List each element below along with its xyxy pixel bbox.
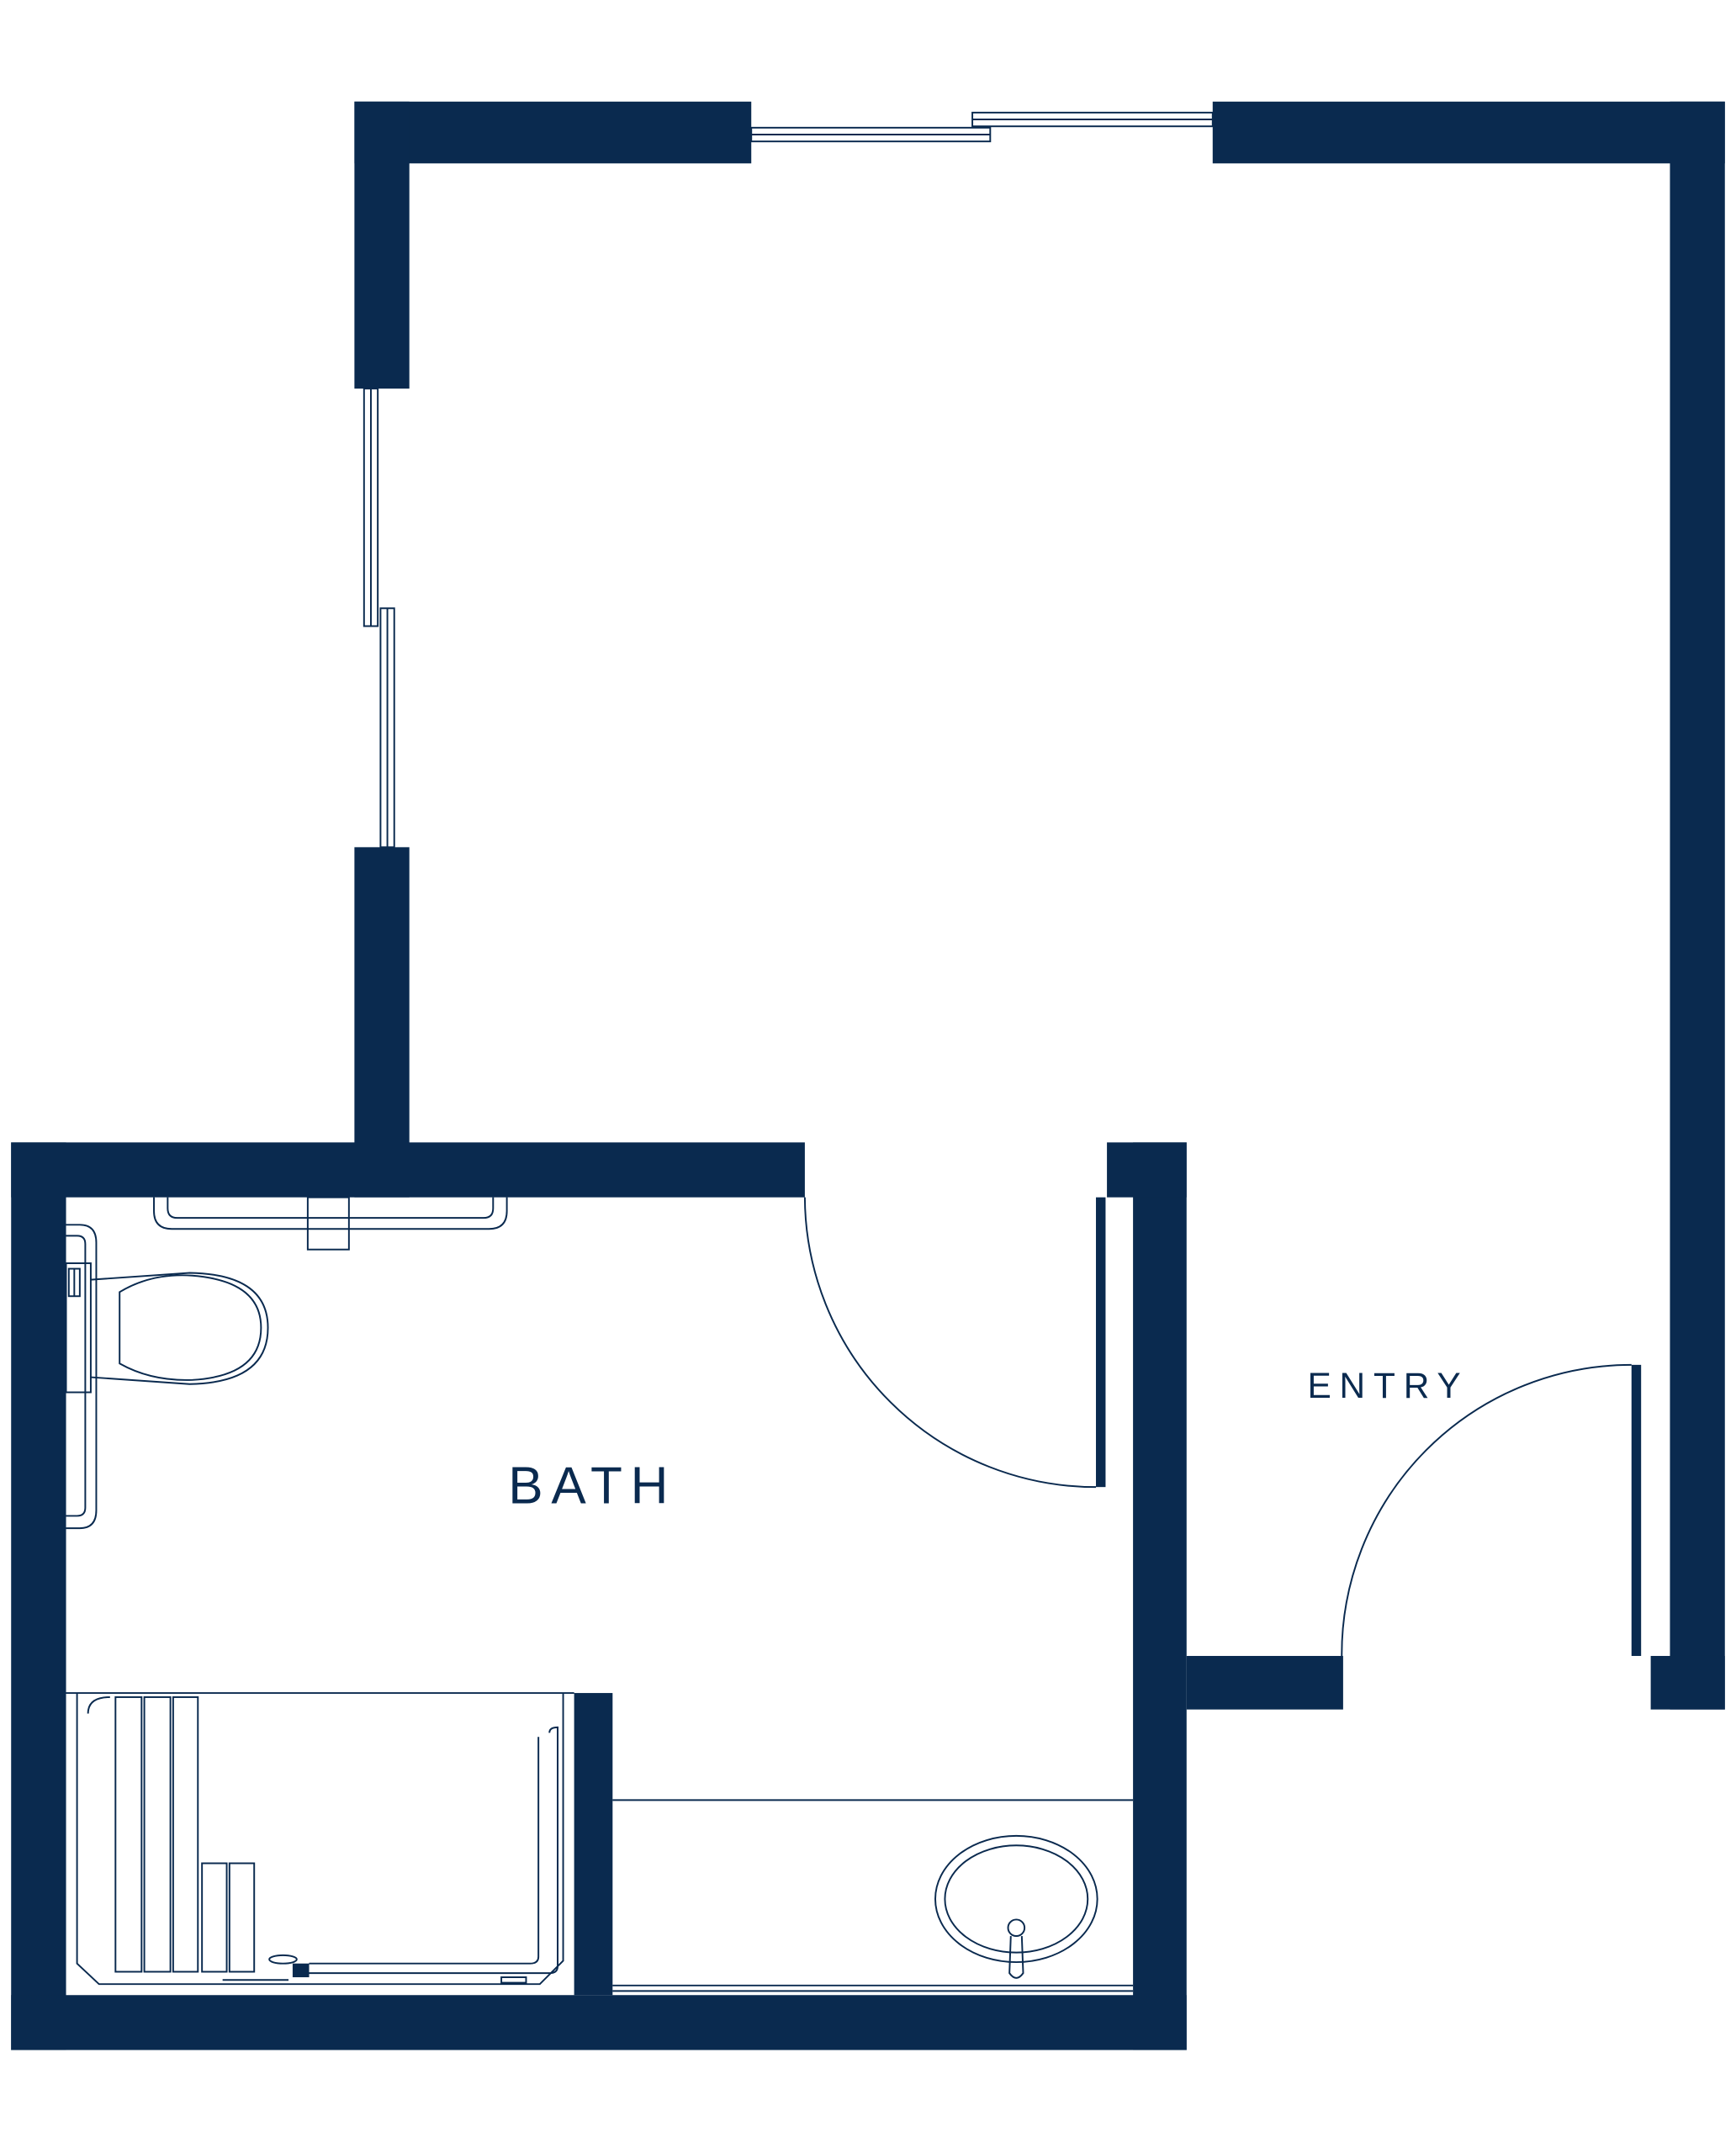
wall-left-middle [354, 847, 410, 1198]
sink [934, 1834, 1098, 1964]
wall-bath-top [11, 1142, 805, 1198]
room-label-entry: ENTRY [1307, 1366, 1469, 1405]
wall-top-left [354, 101, 752, 164]
grab-bar-left [66, 1224, 98, 1530]
grab-bar-top [153, 1196, 508, 1251]
toilet [65, 1262, 269, 1394]
wall-top-right [1212, 101, 1725, 164]
entry-door [1341, 1363, 1642, 1656]
vanity [612, 1799, 1134, 1992]
bath-door [803, 1197, 1106, 1489]
wall-entry-stub [1650, 1655, 1725, 1710]
bathtub [66, 1692, 574, 1986]
wall-left-upper [354, 101, 410, 389]
wall-bath-left [11, 1142, 66, 2050]
walls [11, 101, 1725, 2050]
wall-bath-bottom [11, 1995, 1187, 2050]
wall-bath-right [1133, 1142, 1187, 2050]
wall-tub [574, 1693, 613, 1996]
wall-entry-bottom [1186, 1655, 1343, 1710]
window-top-sliding [750, 111, 1214, 143]
room-label-bath: BATH [508, 1457, 676, 1516]
faucet-icon [1007, 1918, 1026, 1938]
wall-right [1670, 101, 1725, 1710]
window-left-sliding [363, 388, 395, 849]
wall-bath-right-stub [1107, 1142, 1187, 1198]
